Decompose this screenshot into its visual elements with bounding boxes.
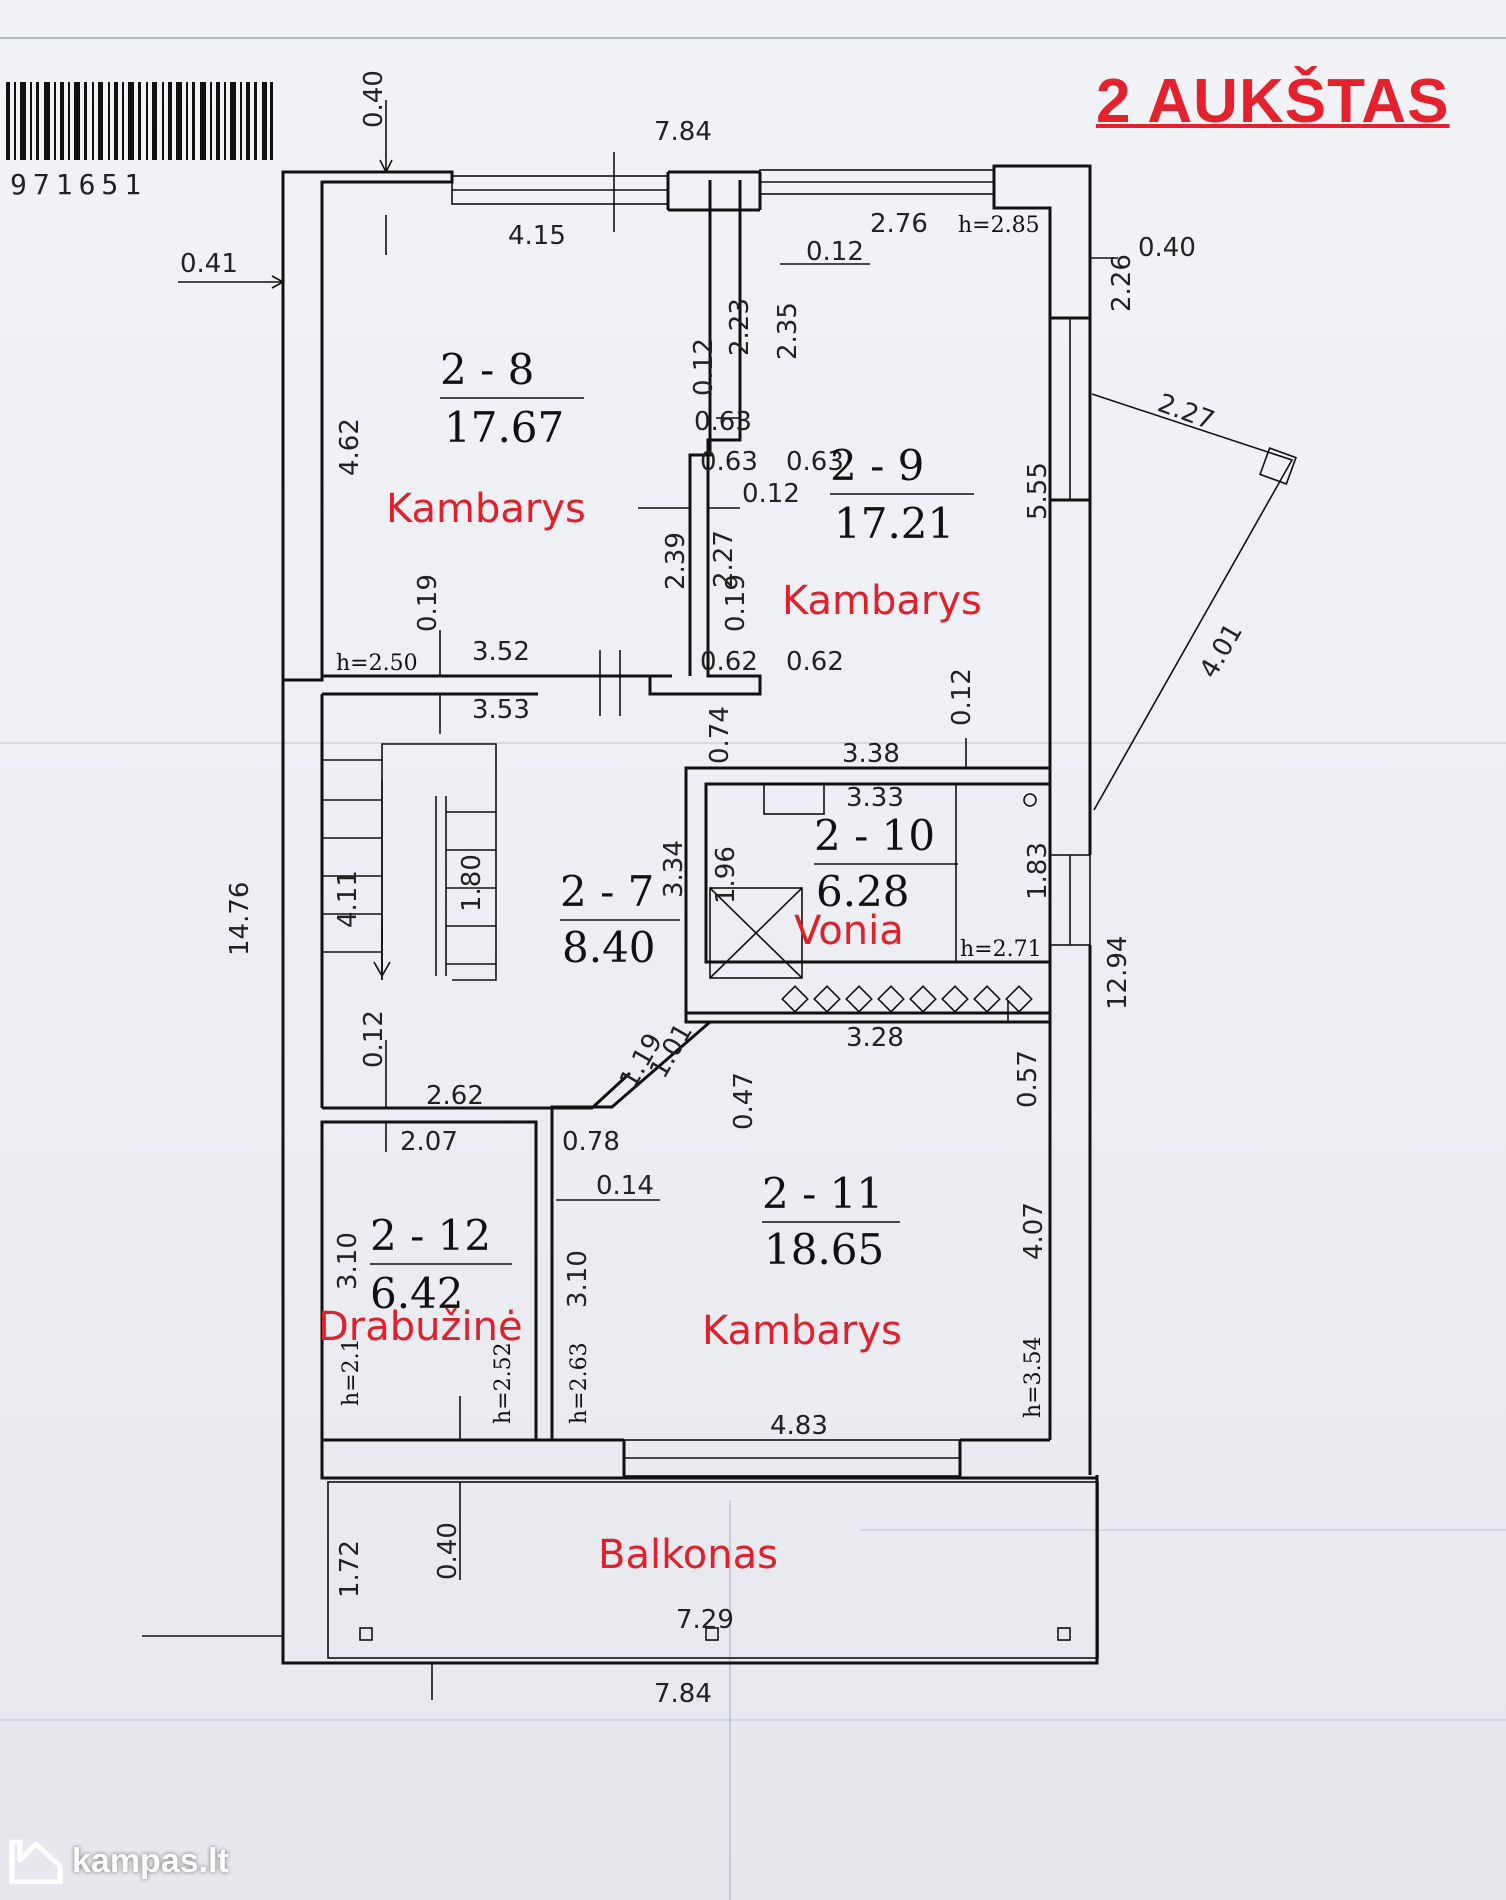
side-balcony — [1091, 393, 1297, 811]
room-labels: 2 - 8 17.67 Kambarys 2 - 9 17.21 Kambary… — [318, 345, 982, 1578]
dim-019-a: 0.19 — [413, 574, 443, 632]
bottom-balcony — [142, 1481, 1099, 1700]
room-2-9-id: 2 - 9 — [830, 441, 924, 490]
room-2-11-id: 2 - 11 — [762, 1169, 883, 1218]
dim-top-width: 7.84 — [654, 117, 712, 147]
dim-063-a: 0.63 — [694, 407, 752, 437]
dim-333: 3.33 — [846, 783, 904, 813]
height-2-12-b: h=2.52 — [491, 1342, 516, 1424]
height-2-8: h=2.50 — [336, 651, 418, 676]
height-2-11: h=3.54 — [1021, 1336, 1046, 1418]
dim-223: 2.23 — [725, 298, 755, 356]
dim-411: 4.11 — [333, 870, 363, 928]
dim-353: 3.53 — [472, 695, 530, 725]
dim-401: 4.01 — [1194, 618, 1249, 683]
dim-047: 0.47 — [729, 1072, 759, 1130]
dim-483: 4.83 — [770, 1411, 828, 1441]
dim-left-wall: 0.41 — [180, 249, 238, 279]
room-2-11-area: 18.65 — [764, 1225, 884, 1274]
room-2-11-label: Kambarys — [702, 1308, 902, 1354]
room-2-9-area: 17.21 — [834, 499, 954, 548]
dim-172: 1.72 — [335, 1540, 365, 1598]
dim-1294: 12.94 — [1103, 936, 1133, 1010]
dim-014: 0.14 — [596, 1171, 654, 1201]
dim-012-c: 0.12 — [742, 479, 800, 509]
dim-226: 2.26 — [1107, 254, 1137, 312]
paper-background-lines — [0, 37, 1506, 1900]
dim-338: 3.38 — [842, 739, 900, 769]
room-2-8-area: 17.67 — [444, 403, 564, 452]
room-2-12-area: 6.42 — [370, 1269, 464, 1318]
dim-062-a: 0.62 — [700, 647, 758, 677]
watermark-text: kampas.lt — [72, 1841, 229, 1880]
height-2-10: h=2.71 — [960, 937, 1042, 962]
dim-235: 2.35 — [773, 302, 803, 360]
dim-207: 2.07 — [400, 1127, 458, 1157]
dim-183: 1.83 — [1023, 842, 1053, 900]
dim-total-height: 14.76 — [225, 882, 255, 956]
dim-180: 1.80 — [457, 854, 487, 912]
dim-729: 7.29 — [676, 1605, 734, 1635]
dim-room-2-9-top: 2.76 — [870, 209, 928, 239]
watermark: kampas.lt — [8, 1838, 229, 1884]
dim-012-d: 0.12 — [947, 668, 977, 726]
dim-040-b: 0.40 — [433, 1522, 463, 1580]
height-2-12-a: h=2.1 — [339, 1338, 364, 1406]
staircase — [322, 743, 497, 981]
dim-078: 0.78 — [562, 1127, 620, 1157]
dim-062-b: 0.62 — [786, 647, 844, 677]
dim-012-e: 0.12 — [359, 1010, 389, 1068]
dim-407: 4.07 — [1019, 1202, 1049, 1260]
dim-019-b: 0.19 — [721, 574, 751, 632]
dim-top-offset: 0.40 — [359, 70, 389, 128]
dimension-labels: 7.84 0.40 4.15 0.41 4.62 2.76 0.12 0.40 … — [180, 70, 1249, 1709]
dim-right-wall: 0.40 — [1138, 233, 1196, 263]
dim-239: 2.39 — [661, 532, 691, 590]
height-2-9: h=2.85 — [958, 213, 1040, 238]
room-2-10-id: 2 - 10 — [814, 811, 935, 860]
dimension-lines — [178, 100, 1118, 1580]
document-code: 971651 — [10, 168, 148, 201]
room-2-12-label: Drabužinė — [318, 1304, 523, 1350]
dim-555: 5.55 — [1023, 462, 1053, 520]
dim-328: 3.28 — [846, 1023, 904, 1053]
dim-bottom-width: 7.84 — [654, 1679, 712, 1709]
dim-310-a: 3.10 — [333, 1232, 363, 1290]
room-2-8-id: 2 - 8 — [440, 345, 534, 394]
dim-room-2-8-width: 4.15 — [508, 221, 566, 251]
dim-196: 1.96 — [711, 846, 741, 904]
dim-310-b: 3.10 — [563, 1250, 593, 1308]
dim-334: 3.34 — [659, 840, 689, 898]
house-logo-icon — [9, 1839, 63, 1884]
interior-walls — [320, 180, 1052, 1442]
dim-057: 0.57 — [1013, 1050, 1043, 1108]
room-2-7-area: 8.40 — [562, 923, 656, 972]
floor-title: 2 AUKŠTAS — [1096, 67, 1450, 136]
room-2-10-label: Vonia — [794, 908, 904, 954]
dim-227: 2.27 — [709, 530, 739, 588]
room-2-8-label: Kambarys — [386, 486, 586, 532]
dim-352: 3.52 — [472, 637, 530, 667]
dim-262: 2.62 — [426, 1081, 484, 1111]
balcony-label: Balkonas — [598, 1532, 778, 1578]
room-2-9-label: Kambarys — [782, 578, 982, 624]
dim-063-c: 0.63 — [786, 447, 844, 477]
barcode — [6, 82, 273, 160]
dim-227-balcony: 2.27 — [1154, 388, 1219, 436]
dim-wall-012-a: 0.12 — [806, 237, 864, 267]
height-2-7: h=2.63 — [567, 1342, 592, 1424]
room-2-12-id: 2 - 12 — [370, 1211, 491, 1260]
ceiling-heights: h=2.85 h=2.50 h=2.71 h=2.1 h=2.52 h=2.63… — [336, 213, 1046, 1424]
dim-074: 0.74 — [705, 706, 735, 764]
dim-012-b: 0.12 — [689, 338, 719, 396]
dim-room-2-8-height: 4.62 — [335, 418, 365, 476]
dim-063-b: 0.63 — [700, 447, 758, 477]
room-2-10-area: 6.28 — [816, 867, 910, 916]
room-2-7-id: 2 - 7 — [560, 867, 654, 916]
